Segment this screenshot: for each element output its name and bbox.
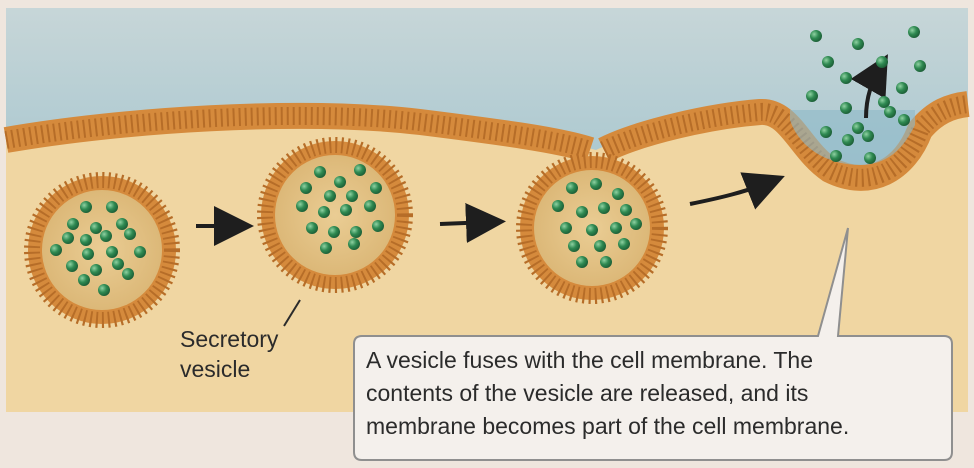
molecule-icon — [600, 256, 612, 268]
molecule-icon — [822, 56, 834, 68]
molecule-icon — [552, 200, 564, 212]
molecule-icon — [370, 182, 382, 194]
molecule-icon — [878, 96, 890, 108]
molecule-icon — [820, 126, 832, 138]
molecule-icon — [908, 26, 920, 38]
molecule-icon — [324, 190, 336, 202]
callout-line-3: membrane becomes part of the cell membra… — [366, 413, 850, 439]
molecule-icon — [134, 246, 146, 258]
molecule-icon — [576, 256, 588, 268]
molecule-icon — [106, 201, 118, 213]
molecule-icon — [898, 114, 910, 126]
molecule-icon — [66, 260, 78, 272]
molecule-icon — [124, 228, 136, 240]
molecule-icon — [620, 204, 632, 216]
molecule-icon — [67, 218, 79, 230]
secretory-vesicle-1 — [24, 172, 180, 328]
molecule-icon — [334, 176, 346, 188]
molecule-icon — [98, 284, 110, 296]
molecule-icon — [364, 200, 376, 212]
molecule-icon — [122, 268, 134, 280]
molecule-icon — [318, 206, 330, 218]
molecule-icon — [612, 188, 624, 200]
molecule-icon — [806, 90, 818, 102]
callout-line-1: A vesicle fuses with the cell membrane. … — [366, 347, 814, 373]
molecule-icon — [354, 164, 366, 176]
molecule-icon — [50, 244, 62, 256]
molecule-icon — [568, 240, 580, 252]
molecule-icon — [852, 38, 864, 50]
secretory-vesicle-2 — [257, 137, 413, 293]
molecule-icon — [346, 190, 358, 202]
release-arrow-icon — [850, 54, 888, 119]
molecule-icon — [80, 234, 92, 246]
callout-text: A vesicle fuses with the cell membrane. … — [366, 344, 951, 443]
molecule-icon — [852, 122, 864, 134]
callout-line-2: contents of the vesicle are released, an… — [366, 380, 809, 406]
molecule-icon — [100, 230, 112, 242]
secretory-vesicle-label: Secretory vesicle — [180, 324, 340, 384]
molecule-icon — [864, 152, 876, 164]
molecule-icon — [842, 134, 854, 146]
molecule-icon — [116, 218, 128, 230]
molecule-icon — [914, 60, 926, 72]
molecule-icon — [560, 222, 572, 234]
molecule-icon — [576, 206, 588, 218]
secretory-vesicle-label-line2: vesicle — [180, 356, 251, 382]
molecule-icon — [590, 178, 602, 190]
process-arrow-icon — [439, 202, 506, 243]
molecule-icon — [810, 30, 822, 42]
molecules-group — [50, 26, 926, 296]
molecule-icon — [112, 258, 124, 270]
molecule-icon — [300, 182, 312, 194]
molecule-icon — [340, 204, 352, 216]
molecule-icon — [372, 220, 384, 232]
molecule-icon — [90, 222, 102, 234]
molecule-icon — [566, 182, 578, 194]
molecule-icon — [862, 130, 874, 142]
molecule-icon — [876, 56, 888, 68]
molecule-icon — [598, 202, 610, 214]
molecule-icon — [630, 218, 642, 230]
process-arrow-icon — [689, 172, 785, 210]
molecule-icon — [80, 201, 92, 213]
molecule-icon — [306, 222, 318, 234]
molecule-icon — [314, 166, 326, 178]
molecule-icon — [896, 82, 908, 94]
molecule-icon — [82, 248, 94, 260]
molecule-icon — [884, 106, 896, 118]
molecule-icon — [594, 240, 606, 252]
molecule-icon — [296, 200, 308, 212]
molecule-icon — [350, 226, 362, 238]
molecule-icon — [62, 232, 74, 244]
molecule-icon — [320, 242, 332, 254]
molecule-icon — [106, 246, 118, 258]
callout-box — [353, 227, 953, 461]
molecule-icon — [328, 226, 340, 238]
molecule-icon — [586, 224, 598, 236]
secretory-vesicle-label-line1: Secretory — [180, 326, 279, 352]
molecule-icon — [610, 222, 622, 234]
molecule-icon — [90, 264, 102, 276]
molecule-icon — [830, 150, 842, 162]
molecule-icon — [840, 72, 852, 84]
cell-membrane — [3, 91, 970, 191]
secretory-vesicle-pointer — [283, 299, 301, 327]
molecule-icon — [840, 102, 852, 114]
molecule-icon — [78, 274, 90, 286]
molecule-icon — [618, 238, 630, 250]
molecule-icon — [348, 238, 360, 250]
